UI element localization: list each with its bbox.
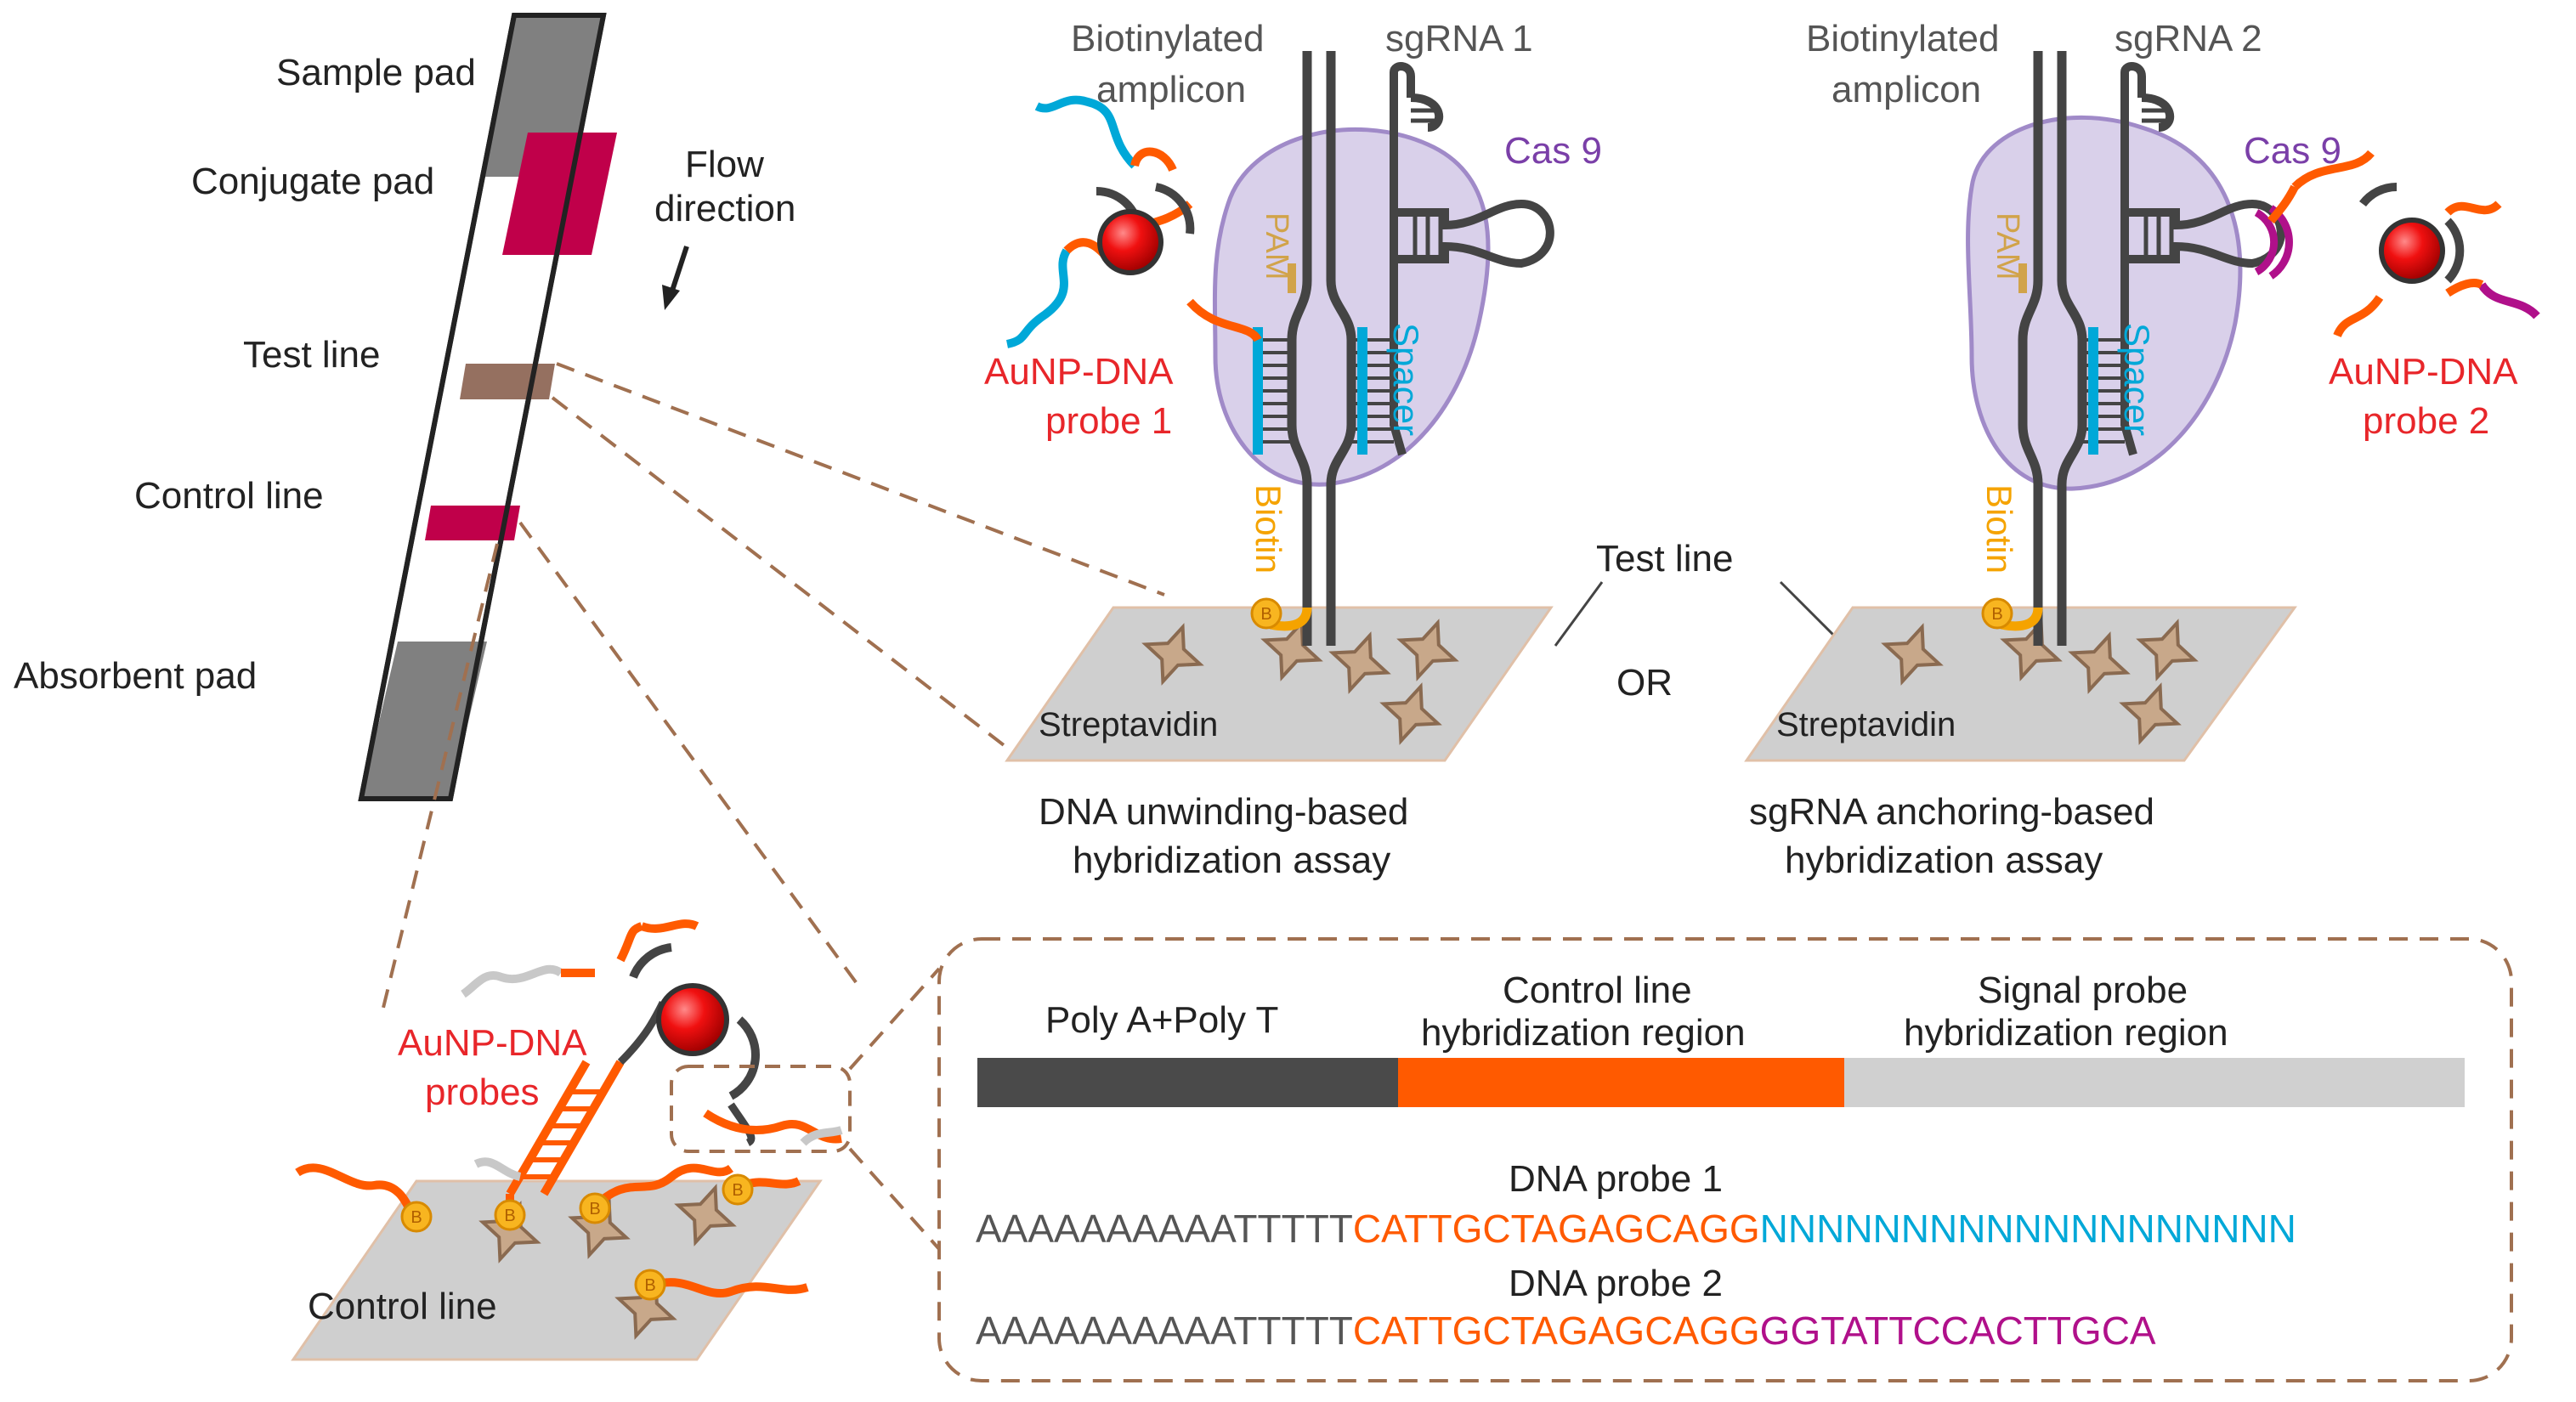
or-label: OR: [1616, 662, 1673, 704]
control-probes-label-2: probes: [425, 1071, 540, 1113]
control-probes-label-1: AuNP-DNA: [398, 1022, 587, 1064]
absorbent-pad-label: Absorbent pad: [14, 655, 257, 697]
control-region-label-2: hybridization region: [1421, 1012, 1746, 1054]
poly-at-label: Poly A+Poly T: [1045, 999, 1278, 1041]
assay1-probe-label-2: probe 1: [1045, 400, 1172, 442]
assay2-cas9-label: Cas 9: [2244, 130, 2341, 172]
flow-label-1: Flow: [685, 144, 764, 185]
assay2-biotin-label: Biotin: [1979, 484, 2019, 574]
probe2-seq-signal: GGTATTCCACTTGCA: [1760, 1309, 2156, 1353]
conjugate-pad-label: Conjugate pad: [191, 161, 434, 202]
assay2-sgrna-label: sgRNA 2: [2115, 18, 2262, 59]
signal-region-label-1: Signal probe: [1978, 970, 2188, 1011]
poly-at-segment: [977, 1058, 1398, 1107]
control-line-band: [425, 506, 520, 540]
assay1-diagram: [1005, 51, 1554, 762]
assay2-diagram: [1744, 51, 2540, 762]
flow-label-2: direction: [654, 188, 795, 229]
assay2-pam-label: PAM: [1990, 212, 2025, 280]
assay2-amplicon-label-1: Biotinylated: [1806, 18, 1999, 59]
schematic-connectors: [848, 967, 941, 1251]
cas9-protein-2: [1966, 116, 2243, 491]
assay1-streptavidin-label: Streptavidin: [1039, 706, 1218, 743]
assay1-cas9-label: Cas 9: [1504, 130, 1602, 172]
control-region-label-1: Control line: [1503, 970, 1692, 1011]
signal-region-label-2: hybridization region: [1904, 1012, 2228, 1054]
control-detail-label: Control line: [308, 1286, 497, 1327]
flow-arrow-icon: [662, 246, 689, 310]
assay1-probe-label-1: AuNP-DNA: [984, 351, 1174, 393]
signal-region-segment: [1844, 1058, 2465, 1107]
sequence-schematic-box: [937, 937, 2513, 1382]
assay1-caption-2: hybridization assay: [1073, 840, 1390, 881]
assay2-amplicon-label-2: amplicon: [1832, 69, 1981, 110]
aunp-1: [1097, 209, 1163, 275]
sample-pad-label: Sample pad: [276, 52, 476, 93]
probe1-seq-poly: AAAAAAAAAATTTTT: [976, 1207, 1353, 1251]
probe2-sequence: AAAAAAAAAATTTTTCATTGCTAGAGCAGGGGTATTCCAC…: [976, 1309, 2156, 1353]
cas9-protein-1: [1212, 127, 1491, 487]
probe1-seq-control: CATTGCTAGAGCAGG: [1353, 1207, 1760, 1251]
aunp-2: [2379, 218, 2445, 284]
assay1-amplicon-label-2: amplicon: [1096, 69, 1246, 110]
assay2-probe-label-1: AuNP-DNA: [2329, 351, 2518, 393]
test-line-band: [460, 364, 555, 399]
assay1-biotin-label: Biotin: [1248, 484, 1288, 574]
test-line-callout-label: Test line: [1596, 538, 1733, 579]
control-line-label: Control line: [134, 475, 324, 517]
assay2-spacer-label: Spacer: [2117, 323, 2157, 436]
control-region-segment: [1398, 1058, 1844, 1107]
assay2-probe-label-2: probe 2: [2363, 400, 2489, 442]
lateral-flow-strip: [358, 13, 617, 801]
test-line-label: Test line: [243, 334, 380, 376]
assay1-pam-label: PAM: [1259, 212, 1294, 280]
probe1-seq-signal: NNNNNNNNNNNNNNNNNNN: [1760, 1207, 2296, 1251]
assay2-streptavidin-label: Streptavidin: [1776, 706, 1956, 743]
test-line-callout: [1554, 580, 1842, 647]
assay1-spacer-label: Spacer: [1386, 323, 1426, 436]
probe1-sequence: AAAAAAAAAATTTTTCATTGCTAGAGCAGGNNNNNNNNNN…: [976, 1207, 2296, 1251]
assay2-caption-1: sgRNA anchoring-based: [1749, 791, 2154, 833]
assay2-caption-2: hybridization assay: [1785, 840, 2103, 881]
conjugate-pad-region: [502, 133, 617, 255]
assay1-amplicon-label-1: Biotinylated: [1071, 18, 1264, 59]
probe2-seq-poly: AAAAAAAAAATTTTT: [976, 1309, 1353, 1353]
control-line-diagram: [291, 919, 852, 1361]
probe2-title: DNA probe 2: [1509, 1263, 1723, 1304]
probe1-title: DNA probe 1: [1509, 1158, 1723, 1200]
aunp-control: [656, 983, 729, 1056]
assay1-sgrna-label: sgRNA 1: [1385, 18, 1533, 59]
zoom-connectors: [381, 362, 1165, 1012]
assay1-caption-1: DNA unwinding-based: [1039, 791, 1408, 833]
probe2-seq-control: CATTGCTAGAGCAGG: [1353, 1309, 1760, 1353]
